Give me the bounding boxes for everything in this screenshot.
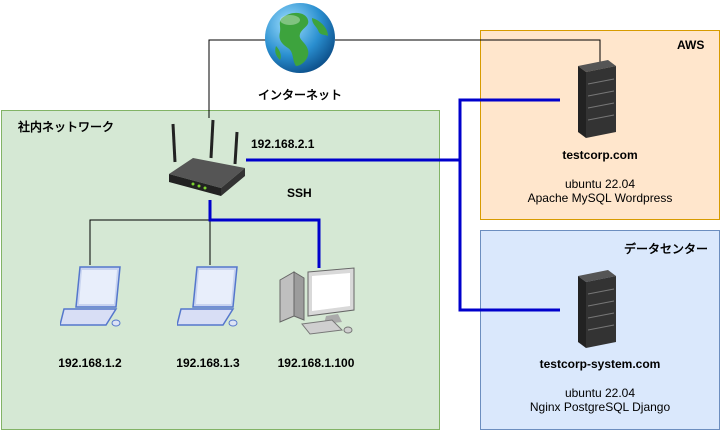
desktop-pc-icon xyxy=(279,267,355,335)
router-wan-ip: 192.168.2.1 xyxy=(251,137,315,151)
server-rack-icon xyxy=(578,270,616,348)
client-ip-3: 192.168.1.100 xyxy=(277,356,355,370)
client-ip-1: 192.168.1.2 xyxy=(58,356,122,370)
datacenter-server-stack: Nginx PostgreSQL Django xyxy=(529,400,671,414)
dc-server-link xyxy=(458,160,560,312)
aws-server-name: testcorp.com xyxy=(562,148,638,162)
laptop-icon xyxy=(177,266,238,327)
datacenter-server-name: testcorp-system.com xyxy=(539,357,661,371)
datacenter-server-os: ubuntu 22.04 xyxy=(564,386,636,400)
server-rack-icon xyxy=(578,60,616,138)
laptop-icon xyxy=(60,266,121,327)
aws-server-stack: Apache MySQL Wordpress xyxy=(527,191,673,205)
aws-server-link xyxy=(458,98,560,160)
internet-label: インターネット xyxy=(257,88,343,102)
router-icon xyxy=(169,119,245,196)
router-internet-link xyxy=(208,39,266,118)
office-title: 社内ネットワーク xyxy=(18,120,115,134)
ssh-label: SSH xyxy=(287,186,312,200)
internet-globe-icon xyxy=(265,3,335,73)
lan-switch-bus xyxy=(89,219,210,265)
aws-title: AWS xyxy=(677,38,705,52)
client-ip-2: 192.168.1.3 xyxy=(176,356,240,370)
internet-aws-link xyxy=(335,39,601,62)
aws-server-os: ubuntu 22.04 xyxy=(564,177,636,191)
ssh-link-desktop xyxy=(208,200,321,268)
datacenter-title: データセンター xyxy=(624,242,709,256)
